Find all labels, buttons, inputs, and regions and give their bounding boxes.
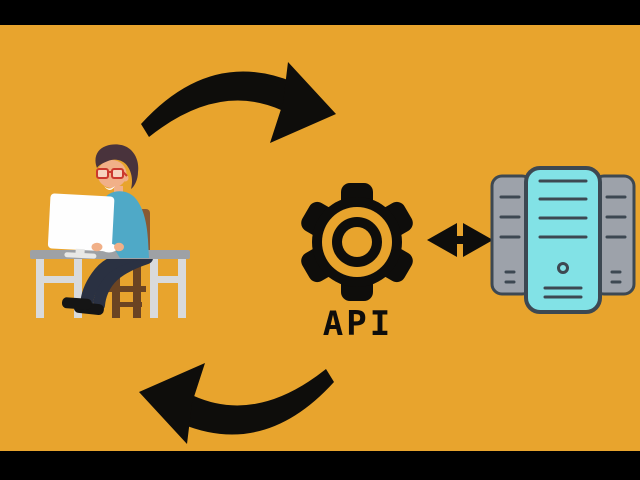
monitor-base: [64, 252, 97, 259]
server-side-towers: [490, 174, 636, 296]
gear-icon: [301, 183, 413, 301]
server-side-slots: [499, 195, 627, 284]
monitor: [47, 193, 115, 259]
server-power-button: [557, 262, 569, 274]
server-main-slots: [538, 179, 588, 299]
hand-left: [91, 242, 103, 252]
api-label: API: [322, 304, 394, 344]
mouse: [101, 243, 117, 253]
desk-legs: [36, 258, 186, 318]
letterbox-top: [0, 0, 640, 25]
server-main-tower: [524, 166, 602, 314]
hair: [95, 144, 139, 189]
smile: [104, 186, 115, 190]
monitor-neck: [75, 248, 85, 255]
person-head: [95, 144, 139, 190]
letterbox-bottom: [0, 451, 640, 480]
response-arrow-icon: [139, 363, 334, 444]
client-illustration: [30, 144, 190, 318]
server-icon: [490, 166, 636, 314]
shoes: [61, 297, 104, 316]
monitor-screen: [47, 193, 115, 252]
request-arrow-icon: [141, 62, 336, 143]
bidirectional-arrow-icon: [427, 223, 493, 257]
hand-right: [114, 242, 124, 252]
glasses-icon: [96, 168, 128, 179]
